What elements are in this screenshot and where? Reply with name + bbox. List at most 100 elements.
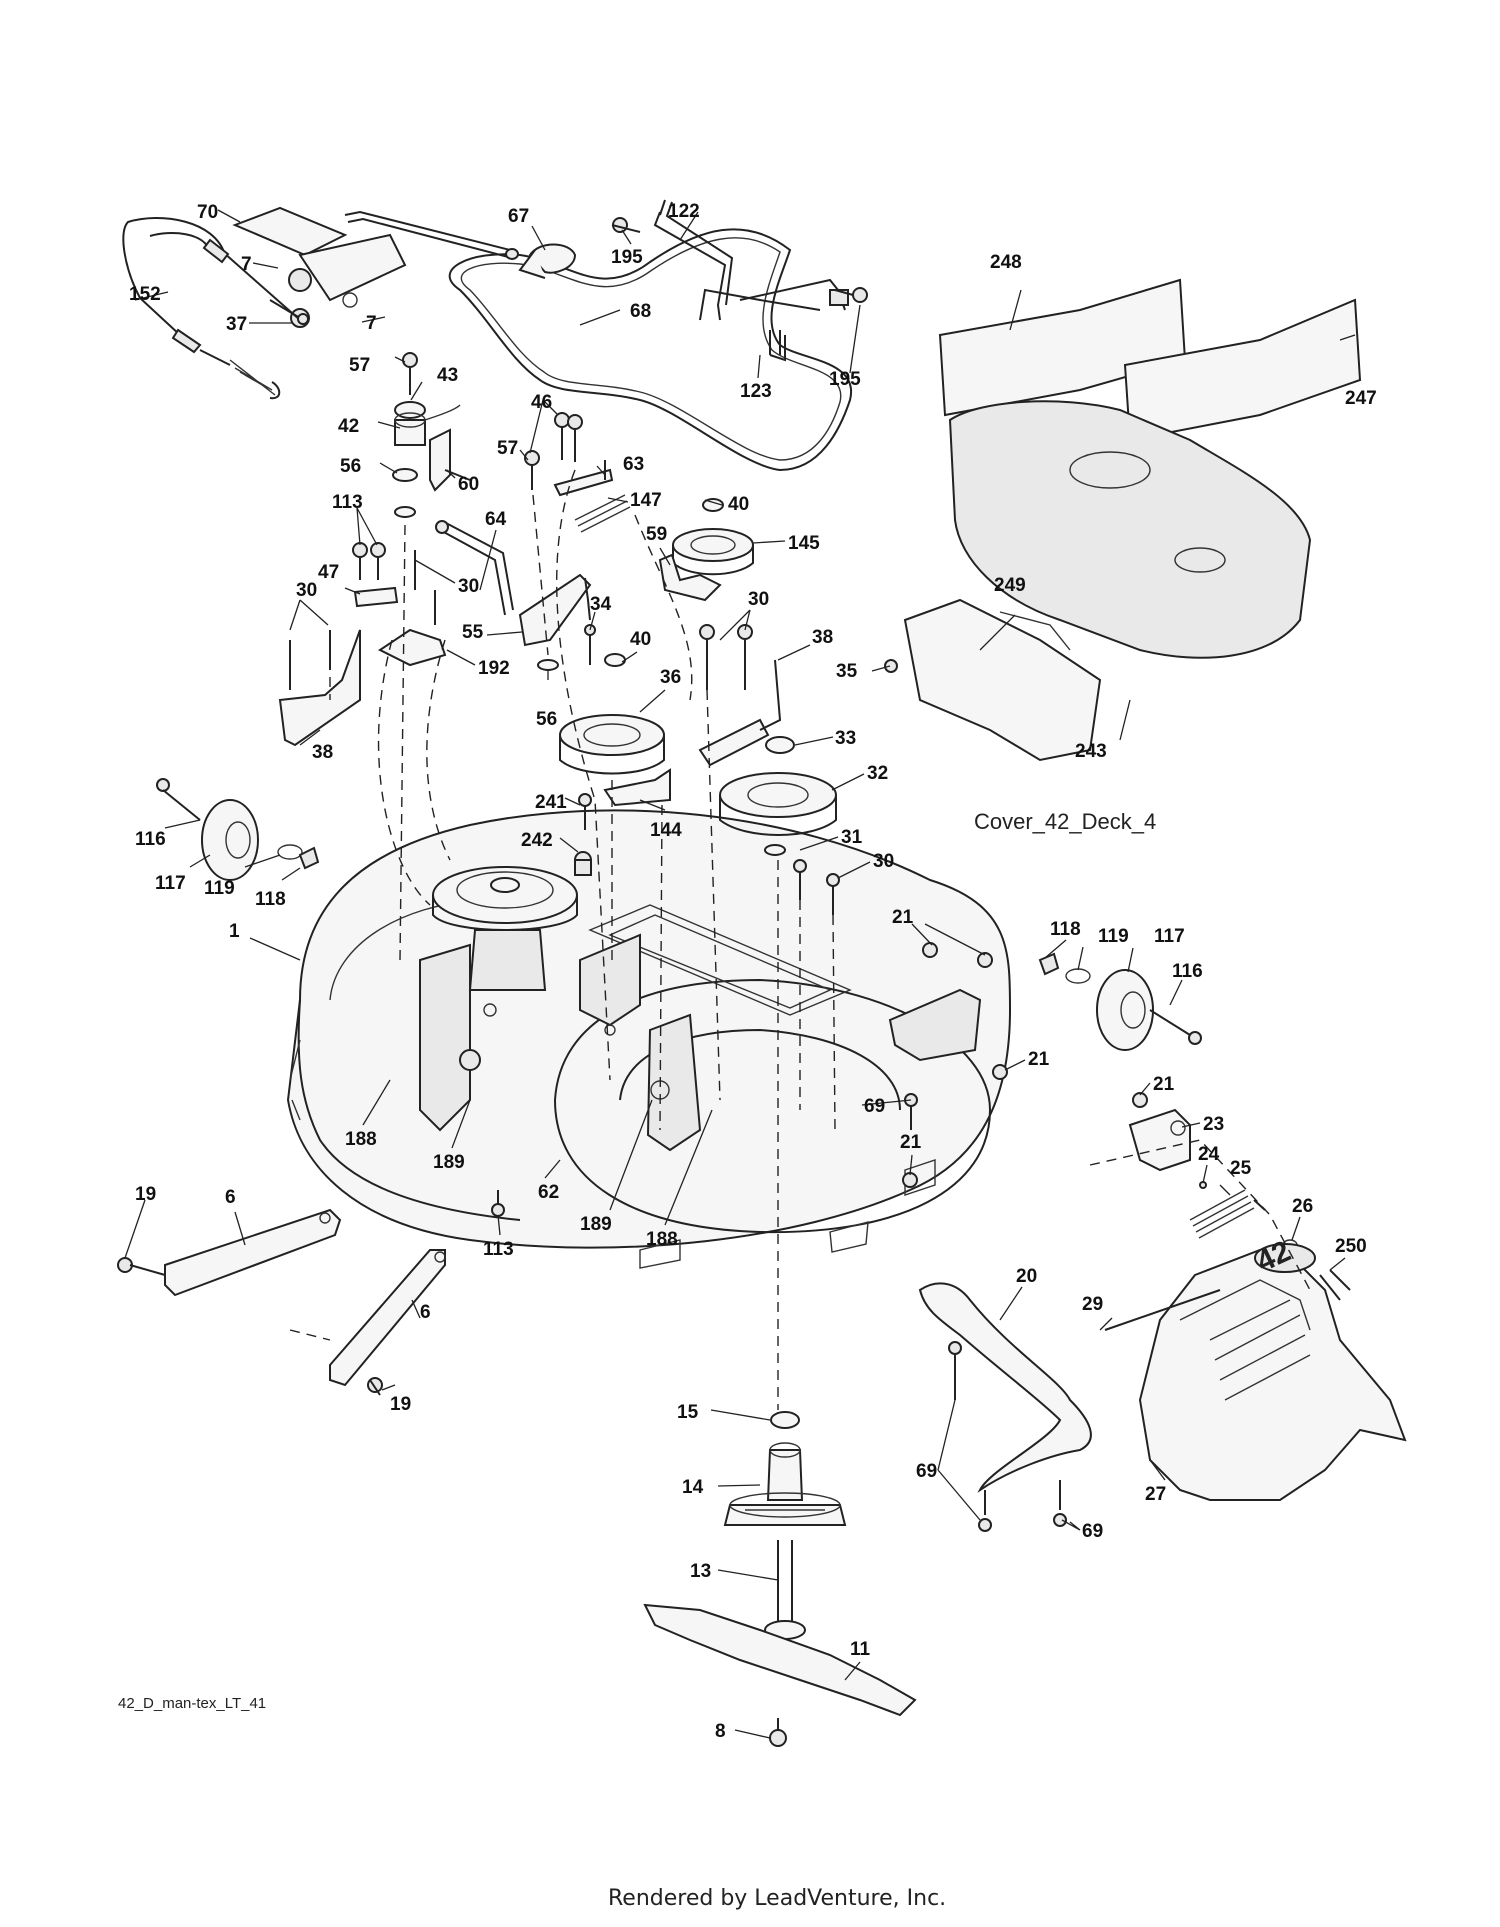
callout-47: 47 <box>318 562 339 583</box>
callout-250: 250 <box>1335 1236 1367 1257</box>
spindle-assembly <box>723 1411 847 1640</box>
callout-70: 70 <box>197 202 218 223</box>
callout-21: 21 <box>892 907 914 928</box>
callout-189: 189 <box>433 1152 465 1173</box>
callout-38: 38 <box>812 627 833 648</box>
callout-21: 21 <box>1153 1074 1175 1095</box>
callout-69: 69 <box>916 1461 937 1482</box>
callout-69: 69 <box>1082 1521 1103 1542</box>
callout-7: 7 <box>366 313 377 334</box>
baffle-20 <box>918 1282 1092 1532</box>
callout-188: 188 <box>345 1129 377 1150</box>
callout-192: 192 <box>478 658 510 679</box>
callout-25: 25 <box>1230 1158 1252 1179</box>
engagement-knob <box>518 243 577 279</box>
callout-117: 117 <box>1154 926 1185 947</box>
left-idler-stack <box>392 352 583 518</box>
callout-23: 23 <box>1203 1114 1224 1135</box>
callout-30: 30 <box>748 589 769 610</box>
callout-34: 34 <box>590 594 612 615</box>
spindle-pulley-32 <box>698 624 840 915</box>
callout-117: 117 <box>155 873 186 894</box>
callout-6: 6 <box>225 1187 236 1208</box>
callout-116: 116 <box>1172 961 1203 982</box>
lift-rods <box>611 199 868 362</box>
callout-46: 46 <box>531 392 552 413</box>
idler-pulley-145 <box>672 498 754 576</box>
callout-57: 57 <box>497 438 518 459</box>
alignment-lines <box>289 469 1311 1410</box>
callout-123: 123 <box>740 381 772 402</box>
callout-7: 7 <box>241 254 252 275</box>
callout-56: 56 <box>340 456 361 477</box>
callout-30: 30 <box>458 576 479 597</box>
callout-68: 68 <box>630 301 651 322</box>
callout-144: 144 <box>650 820 682 841</box>
callout-113: 113 <box>483 1239 514 1260</box>
callout-55: 55 <box>462 622 484 643</box>
callout-116: 116 <box>135 829 166 850</box>
callout-11: 11 <box>850 1639 871 1660</box>
chute-assembly <box>1104 1108 1407 1501</box>
small-hardware <box>491 851 1148 1217</box>
callout-30: 30 <box>873 851 894 872</box>
callout-188: 188 <box>646 1229 678 1250</box>
callout-30: 30 <box>296 580 317 601</box>
callout-42: 42 <box>338 416 359 437</box>
left-bracket-group <box>278 542 447 747</box>
callout-29: 29 <box>1082 1294 1103 1315</box>
callout-243: 243 <box>1075 741 1107 762</box>
callout-14: 14 <box>682 1477 704 1498</box>
callout-247: 247 <box>1345 388 1377 409</box>
callout-24: 24 <box>1198 1144 1220 1165</box>
callout-21: 21 <box>1028 1049 1050 1070</box>
callout-62: 62 <box>538 1182 559 1203</box>
callout-32: 32 <box>867 763 888 784</box>
callout-195: 195 <box>829 369 861 390</box>
callout-242: 242 <box>521 830 553 851</box>
callout-249: 249 <box>994 575 1026 596</box>
callout-119: 119 <box>204 878 235 899</box>
callout-1: 1 <box>229 921 240 942</box>
callout-56: 56 <box>536 709 557 730</box>
callout-6: 6 <box>420 1302 431 1323</box>
callout-21: 21 <box>900 1132 922 1153</box>
deck-belt <box>448 228 853 472</box>
callout-labels: 70 7 7 152 37 67 195 122 68 123 195 57 4… <box>129 201 1377 1742</box>
callout-37: 37 <box>226 314 247 335</box>
diagram-code: 42_D_man-tex_LT_41 <box>118 1695 266 1712</box>
idler-pulley-36 <box>559 653 671 830</box>
cover-inset <box>884 278 1362 762</box>
callout-248: 248 <box>990 252 1022 273</box>
callout-118: 118 <box>1050 919 1081 940</box>
leader-lines <box>124 209 1356 1739</box>
callout-195: 195 <box>611 247 643 268</box>
footer-credit: Rendered by LeadVenture, Inc. <box>608 1886 946 1911</box>
callout-122: 122 <box>668 201 700 222</box>
callout-40: 40 <box>630 629 651 650</box>
callout-241: 241 <box>535 792 567 813</box>
callout-15: 15 <box>677 1402 699 1423</box>
inset-caption: Cover_42_Deck_4 <box>974 809 1156 834</box>
callout-31: 31 <box>841 827 863 848</box>
callout-8: 8 <box>715 1721 726 1742</box>
mower-deck <box>286 809 1012 1269</box>
callout-189: 189 <box>580 1214 612 1235</box>
engagement-bracket-assembly <box>122 206 519 400</box>
callout-59: 59 <box>646 524 667 545</box>
callout-63: 63 <box>623 454 644 475</box>
callout-13: 13 <box>690 1561 711 1582</box>
callout-64: 64 <box>485 509 507 530</box>
callout-43: 43 <box>437 365 458 386</box>
callout-57: 57 <box>349 355 370 376</box>
idler-bracket-63 <box>553 460 631 533</box>
callout-33: 33 <box>835 728 856 749</box>
callout-145: 145 <box>788 533 820 554</box>
callout-147: 147 <box>630 490 662 511</box>
callout-38: 38 <box>312 742 333 763</box>
callout-27: 27 <box>1145 1484 1166 1505</box>
callout-40: 40 <box>728 494 749 515</box>
callout-113: 113 <box>332 492 363 513</box>
callout-19: 19 <box>135 1184 156 1205</box>
